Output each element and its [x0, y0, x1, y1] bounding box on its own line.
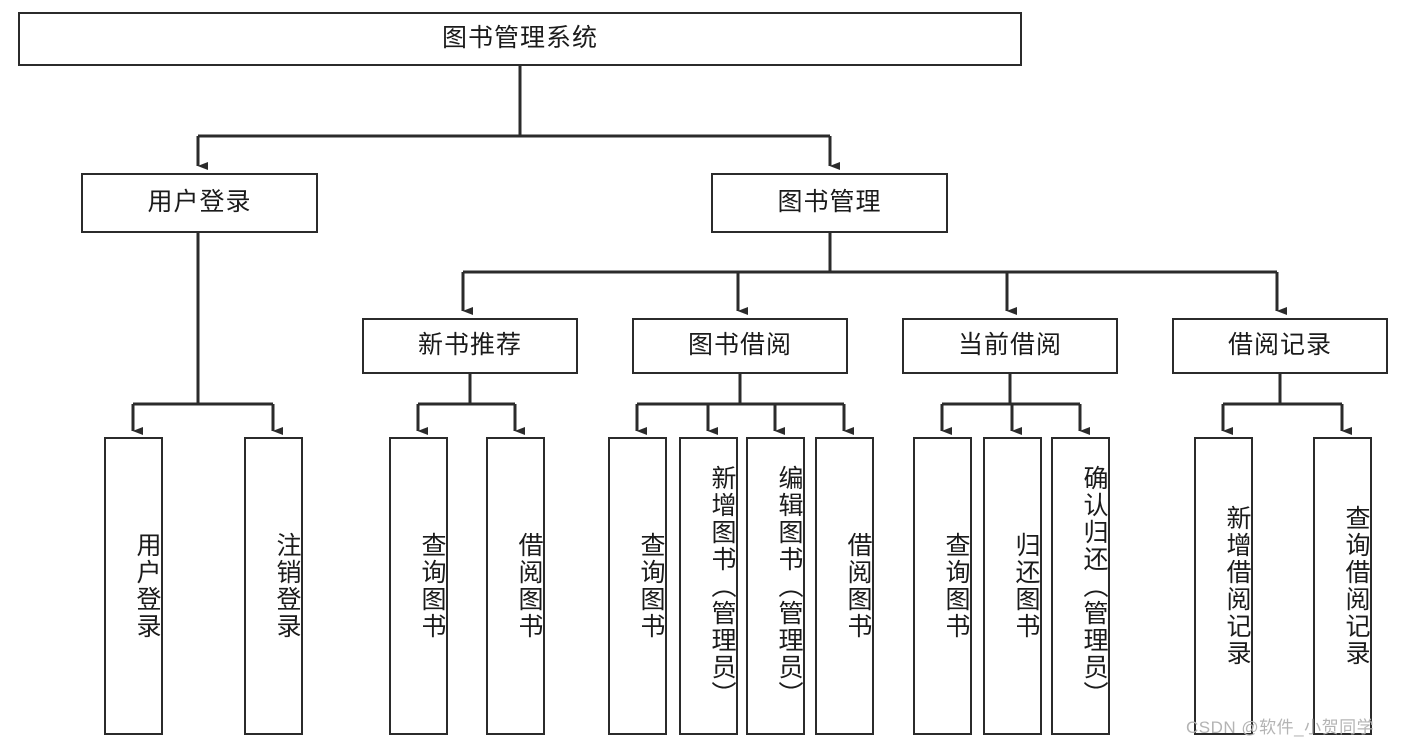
node-label: 当前借阅 [957, 331, 1062, 360]
node-label: 图书管理 [777, 188, 882, 217]
node-current-borrow[interactable]: 当前借阅 [902, 318, 1118, 374]
leaf-current-query-book[interactable]: 查询图书 [913, 437, 972, 735]
node-label: 新书推荐 [417, 331, 522, 360]
node-book-borrow[interactable]: 图书借阅 [632, 318, 848, 374]
node-root-system[interactable]: 图书管理系统 [18, 12, 1022, 66]
leaf-newbook-borrow-book[interactable]: 借阅图书 [486, 437, 545, 735]
leaf-borrow-edit-book-admin[interactable]: 编辑图书（管理员） [746, 437, 805, 735]
node-label: 图书管理系统 [441, 24, 598, 53]
node-label: 新增图书（管理员） [708, 464, 736, 708]
node-label: 查询图书 [942, 532, 970, 640]
node-borrow-record[interactable]: 借阅记录 [1172, 318, 1388, 374]
leaf-borrow-query-book[interactable]: 查询图书 [608, 437, 667, 735]
node-label: 图书借阅 [687, 331, 792, 360]
node-label: 归还图书 [1012, 532, 1040, 640]
leaf-current-return-book[interactable]: 归还图书 [983, 437, 1042, 735]
leaf-record-query-record[interactable]: 查询借阅记录 [1313, 437, 1372, 735]
node-label: 编辑图书（管理员） [775, 464, 803, 708]
node-label: 确认归还（管理员） [1080, 464, 1108, 708]
node-label: 用户登录 [133, 532, 161, 640]
node-label: 用户登录 [147, 188, 252, 217]
leaf-borrow-add-book-admin[interactable]: 新增图书（管理员） [679, 437, 738, 735]
leaf-user-login[interactable]: 用户登录 [104, 437, 163, 735]
node-label: 注销登录 [273, 532, 301, 640]
leaf-borrow-borrow-book[interactable]: 借阅图书 [815, 437, 874, 735]
node-book-management-module[interactable]: 图书管理 [711, 173, 948, 233]
csdn-watermark: CSDN @软件_小贺同学 [1186, 718, 1375, 737]
node-label: 新增借阅记录 [1223, 505, 1251, 667]
node-new-book-recommend[interactable]: 新书推荐 [362, 318, 578, 374]
leaf-current-confirm-return-admin[interactable]: 确认归还（管理员） [1051, 437, 1110, 735]
leaf-newbook-query-book[interactable]: 查询图书 [389, 437, 448, 735]
node-user-login-module[interactable]: 用户登录 [81, 173, 318, 233]
node-label: 查询借阅记录 [1342, 505, 1370, 667]
node-label: 查询图书 [637, 532, 665, 640]
node-label: 查询图书 [418, 532, 446, 640]
node-label: 借阅记录 [1227, 331, 1332, 360]
node-label: 借阅图书 [515, 532, 543, 640]
leaf-record-add-record[interactable]: 新增借阅记录 [1194, 437, 1253, 735]
leaf-user-logout[interactable]: 注销登录 [244, 437, 303, 735]
node-label: 借阅图书 [844, 532, 872, 640]
